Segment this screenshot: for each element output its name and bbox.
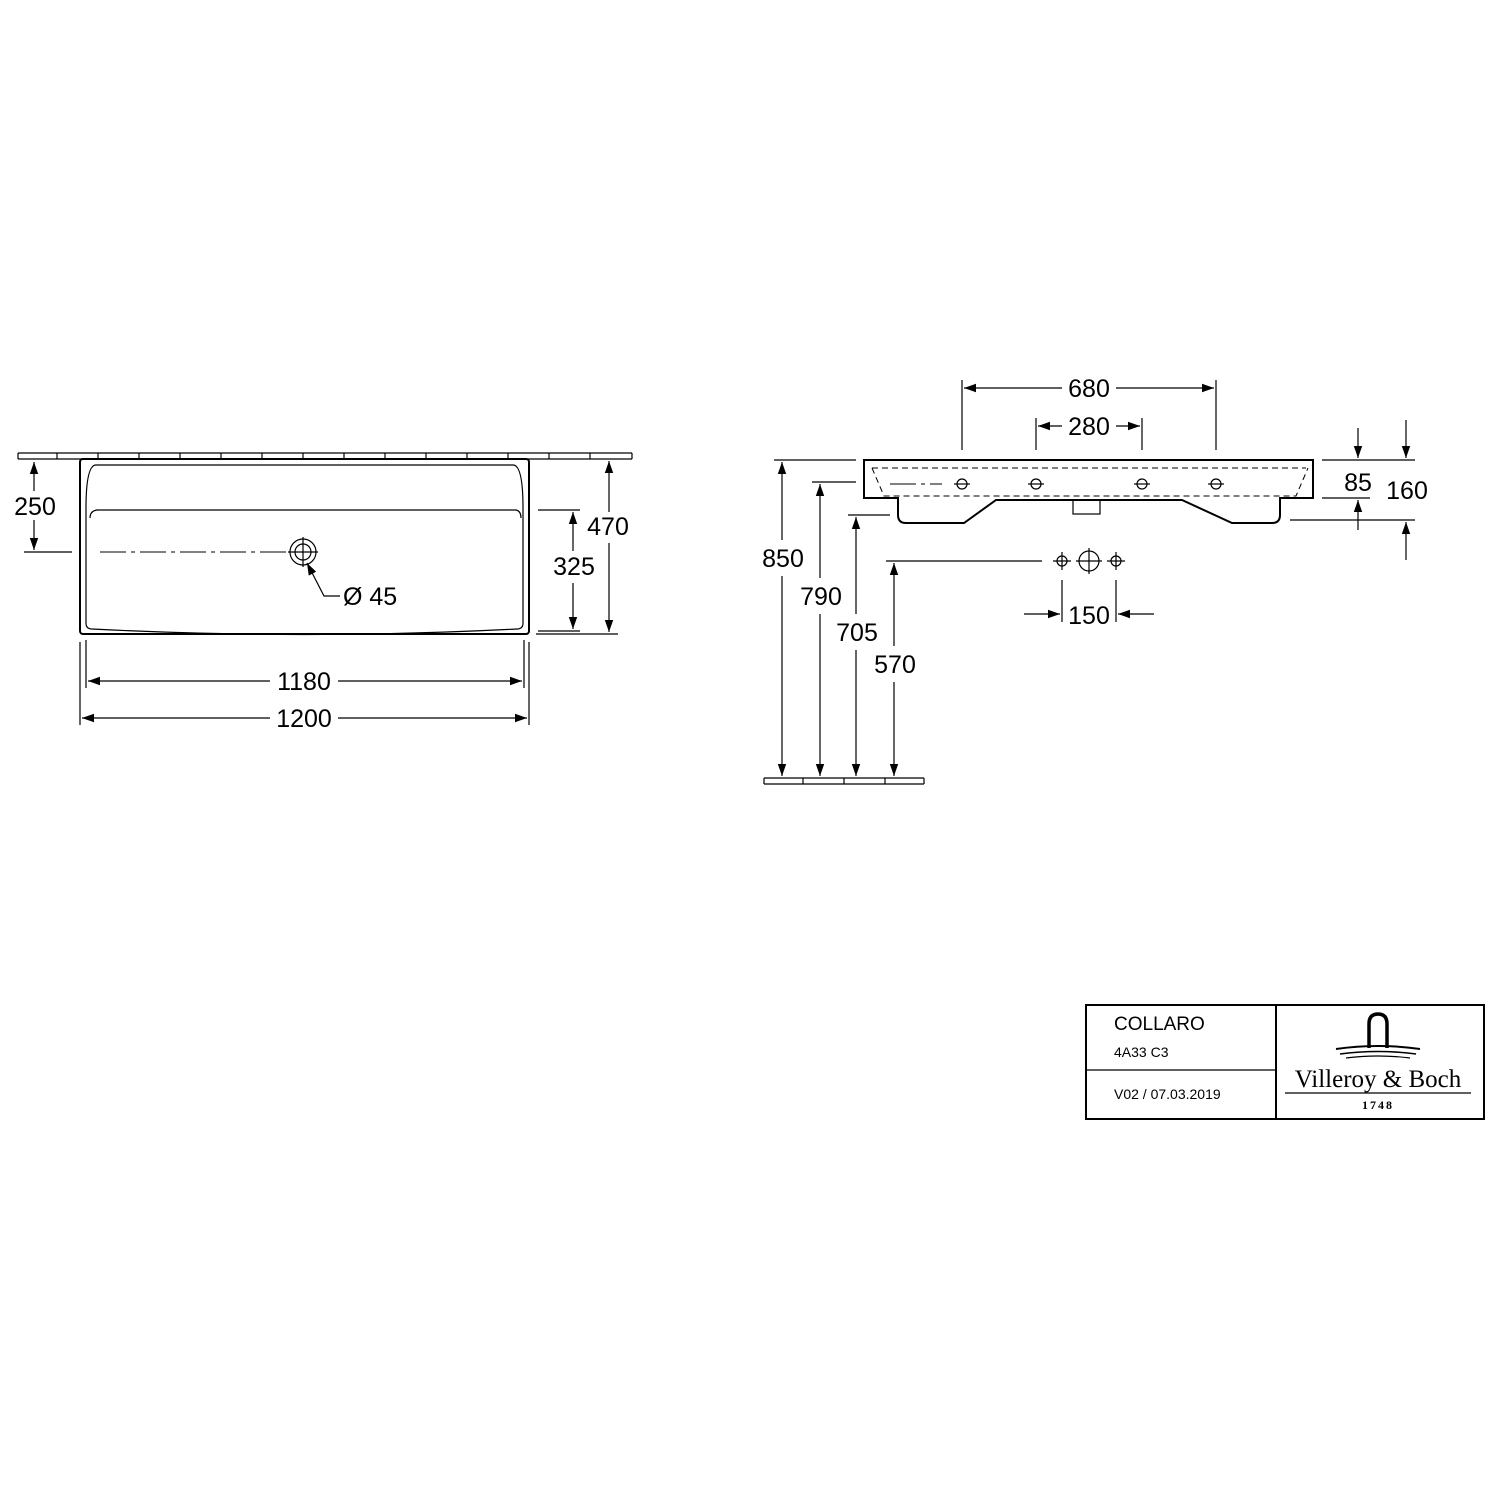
tap-hole-1 — [954, 478, 970, 490]
floor-line — [763, 777, 925, 785]
drain-outlet-circle — [1076, 548, 1102, 574]
fixing-point-left — [1053, 552, 1071, 570]
dim-680: 680 — [1068, 375, 1110, 403]
basin-inner-bowl — [85, 464, 524, 636]
basin-side-profile — [863, 459, 1314, 524]
article-number: 4A33 C3 — [1114, 1044, 1169, 1060]
tap-hole-3 — [1134, 478, 1150, 490]
brand-year: 1748 — [1362, 1098, 1394, 1112]
version-date: V02 / 07.03.2019 — [1114, 1086, 1221, 1102]
plan-view: Ø 45 250 325 470 1180 1200 — [14, 452, 633, 733]
dim-280: 280 — [1068, 413, 1110, 441]
basin-inner-dashed — [871, 467, 1309, 497]
dim-570: 570 — [874, 651, 916, 679]
side-view: 680 280 85 160 850 — [762, 375, 1428, 785]
dim-850: 850 — [762, 545, 804, 573]
brand-logo: Villeroy & Boch 1748 — [1285, 1012, 1471, 1112]
basin-shelf-edge — [89, 509, 522, 519]
brand-name: Villeroy & Boch — [1295, 1066, 1462, 1093]
dim-1180: 1180 — [277, 668, 331, 696]
tap-hole-4 — [1208, 478, 1224, 490]
dim-470: 470 — [587, 513, 629, 541]
dim-drain-diameter: Ø 45 — [343, 583, 397, 611]
product-name: COLLARO — [1114, 1014, 1205, 1035]
title-block: COLLARO 4A33 C3 V02 / 07.03.2019 Villero… — [1085, 1004, 1485, 1120]
dim-160: 160 — [1386, 477, 1428, 505]
drain-circle — [288, 537, 318, 567]
dim-790: 790 — [800, 583, 842, 611]
dim-250: 250 — [14, 493, 56, 521]
tap-hole-2 — [1028, 478, 1044, 490]
dim-1200: 1200 — [276, 705, 332, 733]
dim-150: 150 — [1068, 602, 1110, 630]
basin-outline — [79, 458, 530, 635]
dim-705: 705 — [836, 619, 878, 647]
dim-85: 85 — [1344, 469, 1372, 497]
drain-outlet — [1072, 499, 1101, 515]
faucet-icon — [1367, 1012, 1389, 1048]
dim-325: 325 — [553, 553, 595, 581]
fixing-point-right — [1107, 552, 1125, 570]
